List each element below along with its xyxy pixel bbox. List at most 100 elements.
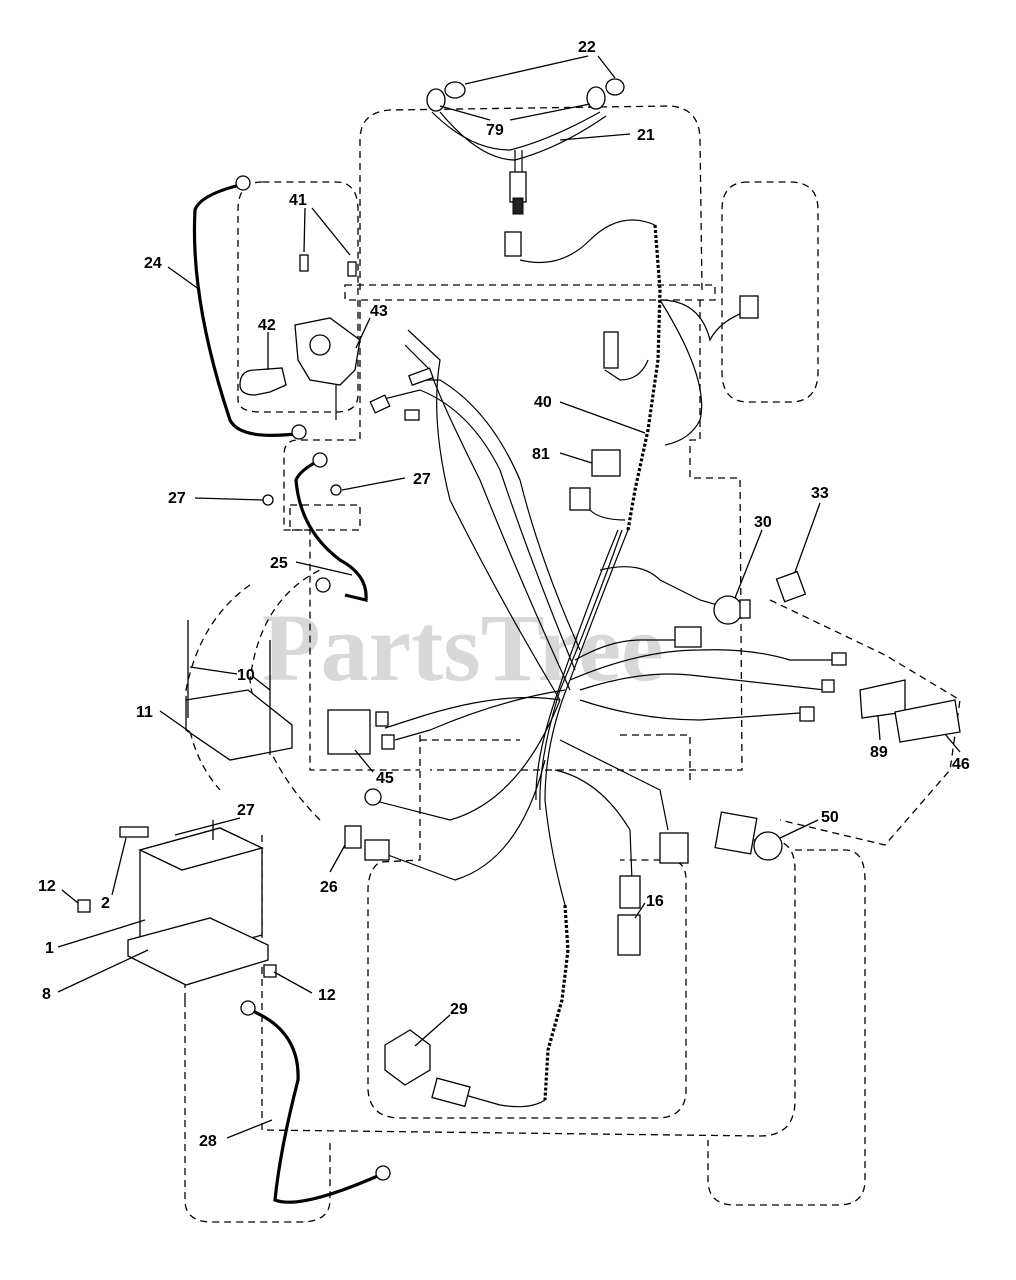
leader-22a — [464, 55, 589, 85]
harness-wire-6 — [371, 699, 561, 821]
callout-25: 25 — [270, 555, 288, 572]
callout-46: 46 — [952, 756, 970, 773]
connectors — [77, 231, 961, 1108]
leader-22b — [597, 55, 616, 79]
callout-27b: 27 — [413, 471, 431, 488]
washer-27b — [330, 484, 342, 496]
leader-8 — [57, 949, 149, 993]
cable-25 — [294, 458, 368, 602]
connector-16b — [617, 914, 641, 956]
battery-cables — [192, 175, 391, 1204]
watermark: PartsTree — [262, 594, 664, 701]
tractor-outline — [184, 105, 961, 1223]
battery-circle-outline — [249, 569, 321, 821]
callout-45: 45 — [376, 770, 394, 787]
ground-ring-left — [364, 788, 382, 806]
callout-22: 22 — [578, 39, 596, 56]
harness-wire-5 — [394, 689, 566, 741]
connector-left-lead — [375, 711, 389, 727]
leader-30 — [734, 529, 763, 599]
frame-outline-left — [283, 300, 420, 771]
bolt-2 — [119, 826, 149, 838]
leader-1 — [57, 919, 146, 948]
harness-wire-16 — [404, 344, 571, 691]
connector-upper-left — [408, 367, 434, 386]
leader-16 — [634, 902, 646, 919]
headlight-connector-tip — [512, 197, 524, 215]
callout-30: 30 — [754, 514, 772, 531]
connector-26b — [364, 839, 390, 861]
leader-46 — [944, 733, 961, 753]
connector-center — [674, 626, 702, 648]
switch-33 — [775, 570, 807, 603]
hood-outline — [359, 105, 703, 291]
harness-wire-9 — [579, 673, 826, 691]
callout-33: 33 — [811, 485, 829, 502]
callout-42: 42 — [258, 317, 276, 334]
solenoid-bolt-41a — [299, 254, 309, 272]
leader-10b — [251, 675, 271, 691]
callout-2: 2 — [101, 895, 110, 912]
leader-10a — [189, 666, 238, 675]
harness-wire-21 — [659, 299, 703, 446]
harness-wire-11 — [559, 739, 669, 831]
harness-wire-18 — [420, 379, 581, 651]
harness-wire-24 — [464, 1094, 546, 1108]
leader-50 — [779, 819, 819, 839]
cable-24 — [192, 183, 296, 437]
harness-wire-8 — [569, 649, 835, 681]
harness-loom-lower — [543, 904, 570, 1101]
cable-28 — [249, 1008, 381, 1204]
harness-wire-20 — [659, 299, 751, 342]
callout-12a: 12 — [38, 878, 56, 895]
battery-1-top — [138, 827, 264, 871]
boot-42 — [239, 367, 287, 396]
battery-tray-8 — [127, 917, 269, 986]
harness-wire-14 — [599, 566, 736, 611]
leader-40 — [559, 401, 646, 434]
leader-43 — [355, 317, 371, 349]
callout-8: 8 — [42, 986, 51, 1003]
nut-12a — [77, 899, 91, 913]
callout-43: 43 — [370, 303, 388, 320]
cable-28-ring — [240, 1000, 256, 1016]
harness-wire-12 — [554, 769, 633, 881]
front-axle-outline — [344, 284, 716, 301]
cable-28-ring-b — [375, 1165, 391, 1181]
harness-wire-17 — [379, 389, 576, 671]
leader-25 — [295, 561, 353, 576]
leader-45 — [354, 749, 374, 773]
cable-25-ring — [315, 577, 331, 593]
leader-28 — [226, 1119, 273, 1139]
harness-wire-15 — [407, 329, 561, 701]
leader-12a — [61, 889, 79, 904]
headlight-wire-b — [439, 111, 607, 161]
battery-circle-outline-left — [185, 584, 251, 791]
leader-27b — [341, 477, 406, 491]
seat-deck-outline — [367, 735, 687, 1119]
callout-89: 89 — [870, 744, 888, 761]
callout-81: 81 — [532, 446, 550, 463]
leader-27a — [194, 497, 264, 501]
relay-81 — [591, 449, 621, 477]
wire-harness — [371, 219, 835, 1108]
clamp-29 — [384, 1029, 431, 1086]
hourmeter-46 — [894, 699, 961, 743]
leader-27c — [174, 817, 241, 836]
leader-12b — [273, 971, 313, 994]
connector-small-left — [404, 409, 420, 421]
leader-41b — [311, 207, 351, 256]
connector-26 — [344, 825, 362, 849]
callouts: 22 79 21 41 24 42 43 40 81 27 27 33 30 2… — [38, 39, 970, 1150]
callout-11: 11 — [136, 704, 153, 721]
connector-45 — [327, 709, 371, 755]
callout-79: 79 — [486, 122, 504, 139]
solenoid-bolt-41b — [347, 261, 357, 277]
callout-41: 41 — [289, 192, 307, 209]
left-front-wheel-outline — [237, 181, 359, 413]
harness-wire-19 — [519, 219, 656, 264]
harness-wire-10 — [579, 699, 801, 721]
harness-wire-3 — [535, 529, 619, 801]
connector-pto — [659, 832, 689, 864]
